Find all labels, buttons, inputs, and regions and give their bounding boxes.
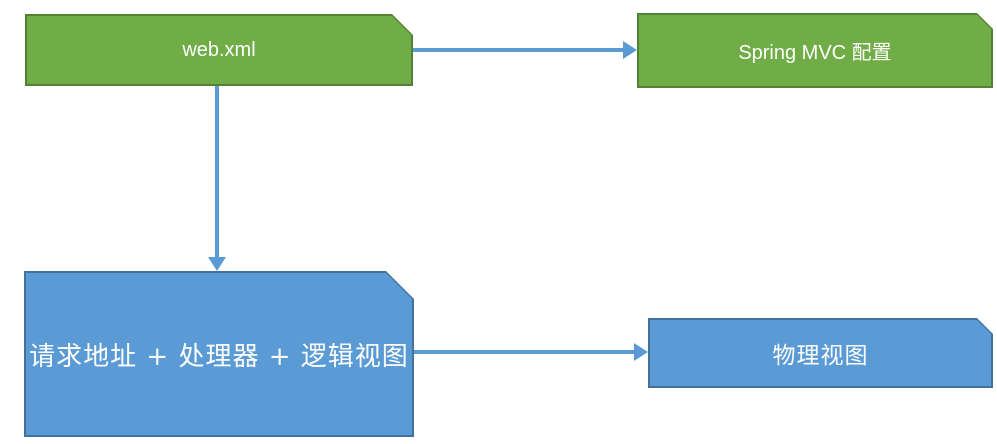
node-spring-mvc-config-fill: [639, 15, 992, 87]
node-physical-view-label: 物理视图: [772, 343, 869, 369]
arrow-webxml-to-springmvc-line: [413, 48, 625, 52]
node-physical-view-fill: [650, 320, 992, 387]
arrow-webxml-to-springmvc-head-icon: [623, 41, 637, 59]
arrow-webxml-to-requestview-line: [215, 86, 219, 257]
node-request-handler-logical-view-label: 请求地址 + 处理器 + 逻辑视图: [29, 341, 409, 372]
node-web-xml: web.xml: [25, 14, 413, 86]
node-web-xml-label: web.xml: [182, 38, 256, 61]
arrow-requestview-to-physicalview-line: [414, 350, 634, 354]
node-physical-view: 物理视图: [648, 318, 993, 388]
arrow-requestview-to-physicalview-head-icon: [634, 343, 648, 361]
node-web-xml-fill: [27, 16, 412, 85]
node-spring-mvc-config-label: Spring MVC 配置: [738, 42, 892, 64]
node-request-handler-logical-view: 请求地址 + 处理器 + 逻辑视图: [24, 271, 414, 437]
node-request-handler-logical-view-fill: [26, 273, 413, 436]
arrow-webxml-to-requestview-head-icon: [208, 257, 226, 271]
node-spring-mvc-config: Spring MVC 配置: [637, 13, 993, 88]
